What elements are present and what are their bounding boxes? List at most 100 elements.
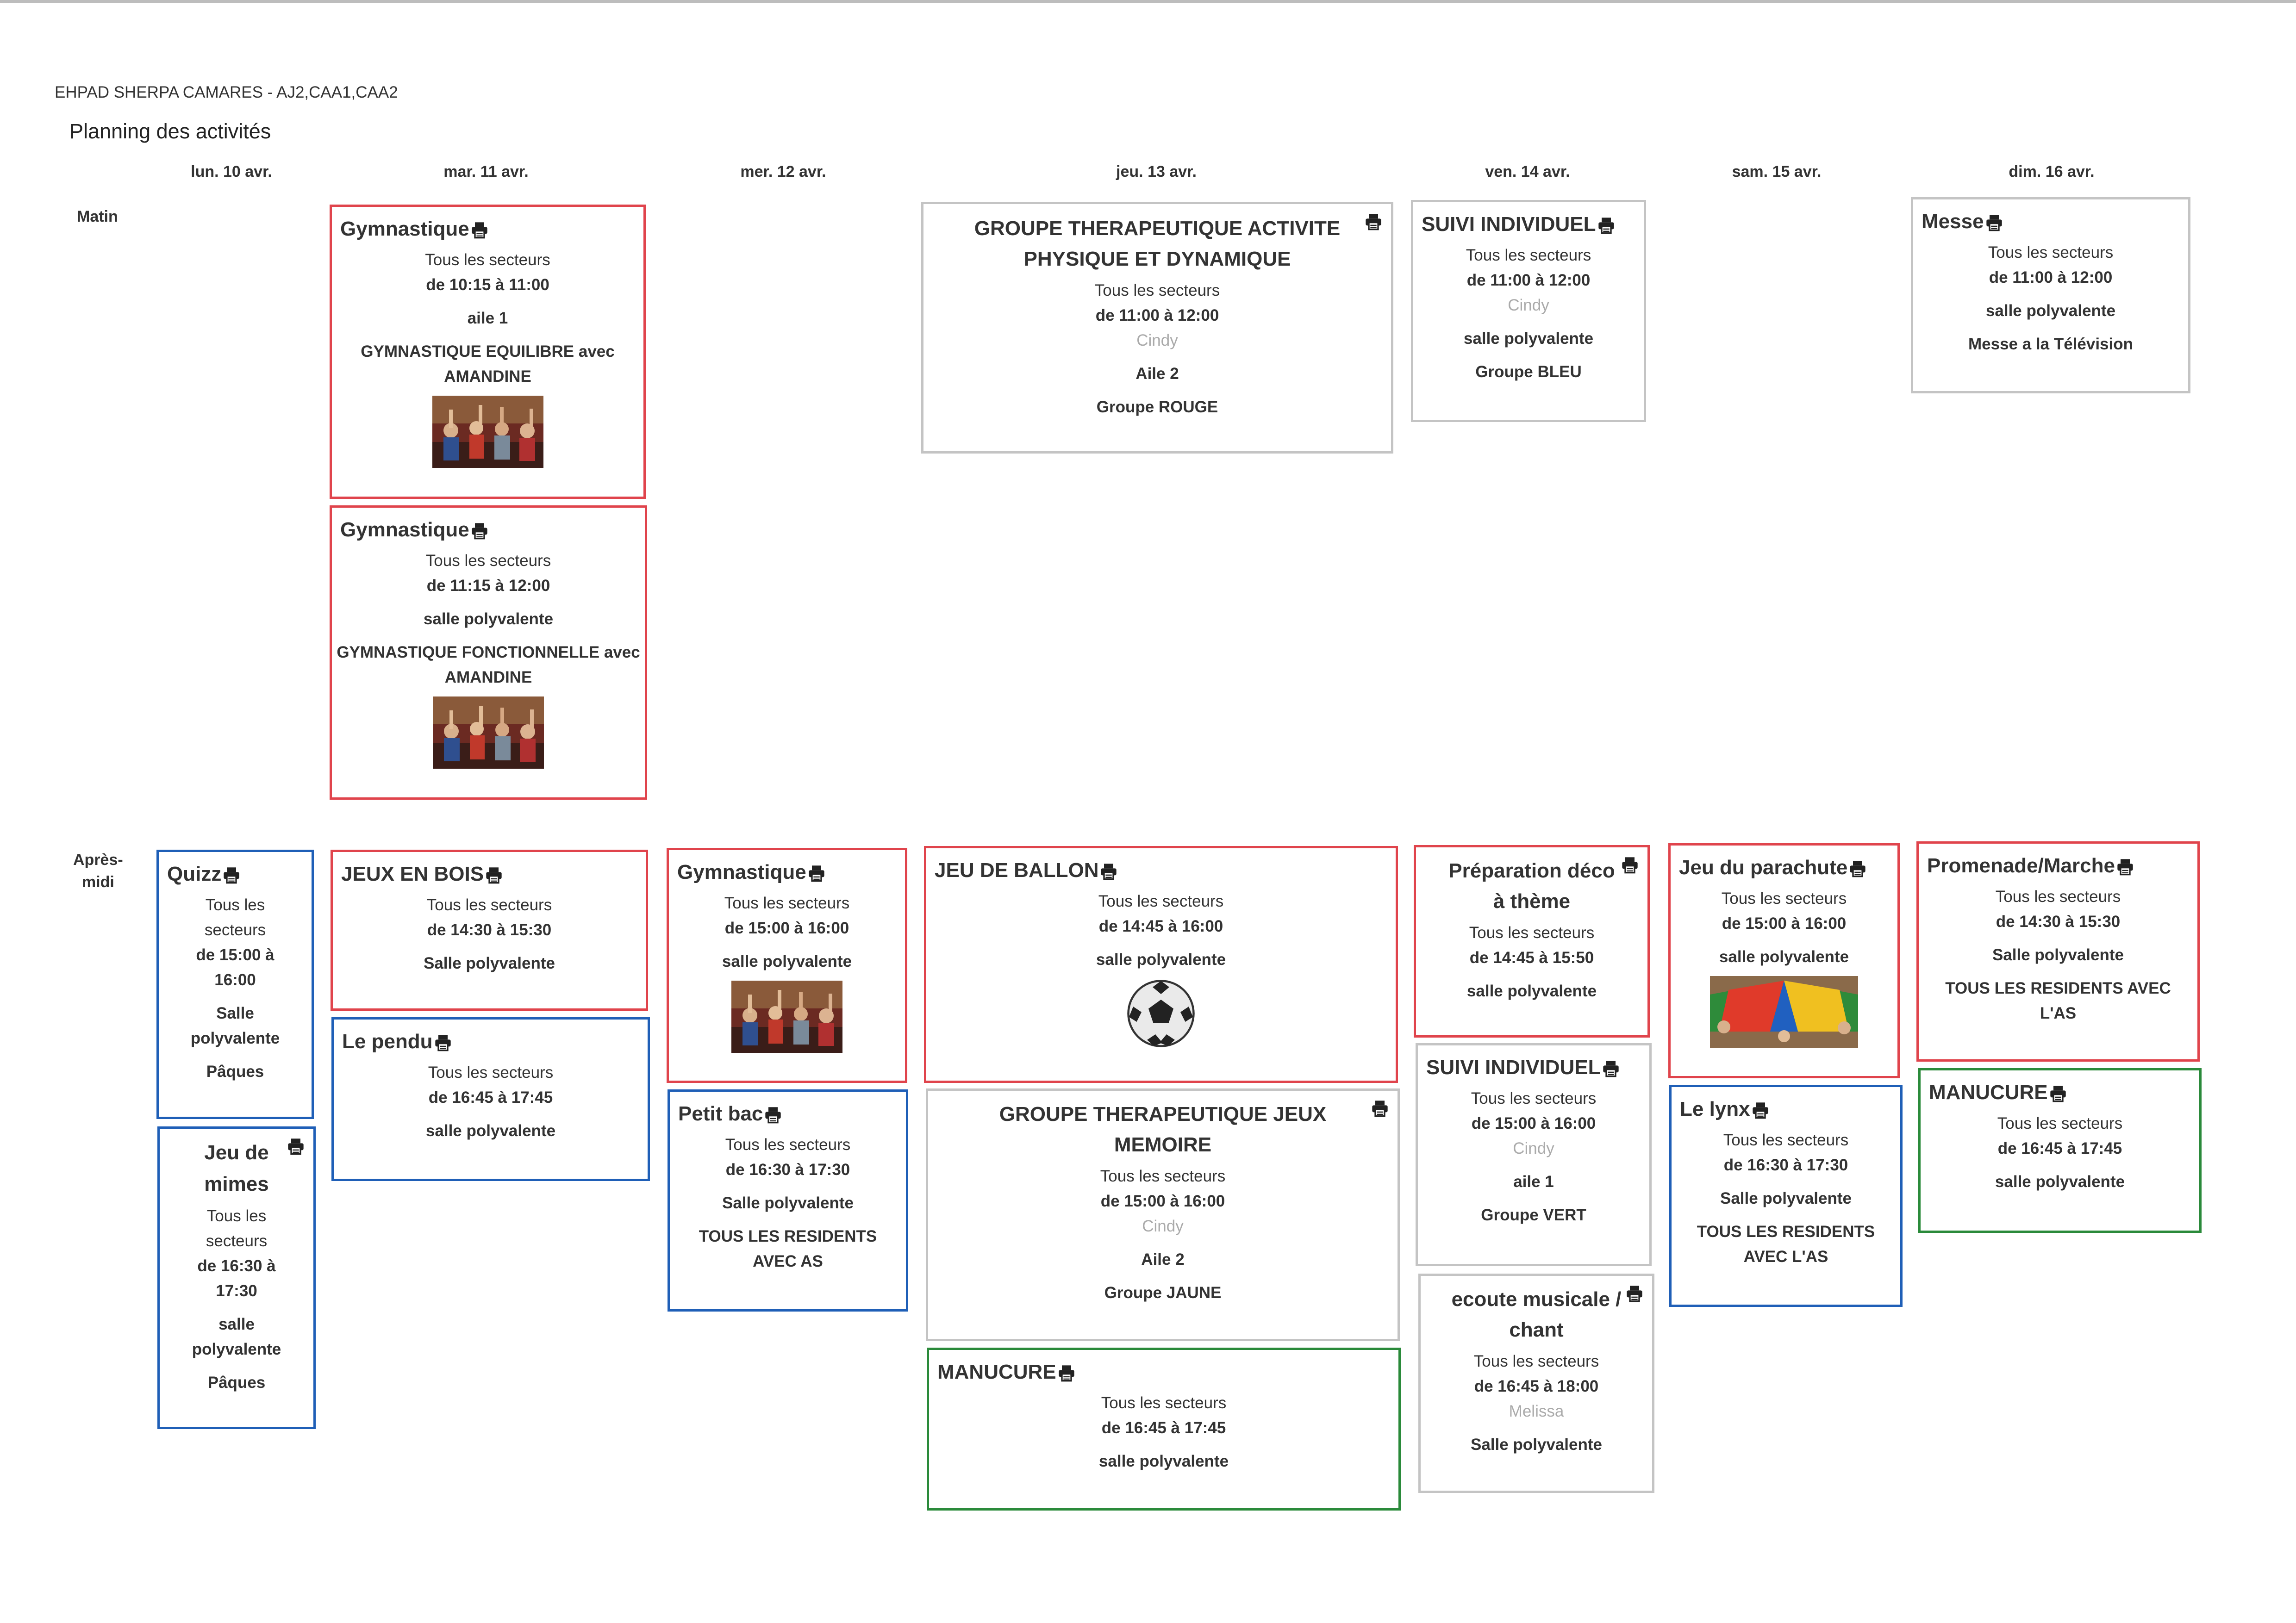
activity-staff: Cindy bbox=[1136, 331, 1178, 349]
printer-icon[interactable] bbox=[1099, 862, 1118, 881]
activity-title: Gymnastique bbox=[337, 214, 639, 244]
activity-location: aile 1 bbox=[1513, 1173, 1554, 1191]
activity-title-text: JEUX EN BOIS bbox=[341, 863, 484, 885]
printer-icon[interactable] bbox=[1625, 1284, 1644, 1303]
activity-title: MANUCURE bbox=[1925, 1078, 2195, 1107]
activity-time: de 15:00 à 16:00 bbox=[724, 919, 849, 937]
activity-sectors: Tous les secteurs bbox=[1995, 888, 2121, 906]
activity-location: salle polyvalente bbox=[722, 952, 852, 970]
activity-title-text: Le pendu bbox=[342, 1030, 433, 1053]
activity-card-jeux-en-bois[interactable]: JEUX EN BOIS Tous les secteurs de 14:30 … bbox=[331, 850, 648, 1011]
activity-description: Messe a la Télévision bbox=[1968, 335, 2133, 353]
activity-title-line-2: mimes bbox=[204, 1173, 269, 1195]
activity-sectors: Tous les secteurs bbox=[428, 1063, 554, 1082]
activity-card-suivi-individuel-morning[interactable]: SUIVI INDIVIDUEL Tous les secteurs de 11… bbox=[1411, 200, 1646, 422]
activity-title-text: Gymnastique bbox=[677, 861, 806, 883]
activity-card-le-pendu[interactable]: Le pendu Tous les secteurs de 16:45 à 17… bbox=[331, 1017, 650, 1181]
activity-sectors: Tous les secteurs bbox=[1721, 889, 1847, 908]
activity-card-jeu-de-mimes[interactable]: Jeu de mimes Tous les secteurs de 16:30 … bbox=[157, 1126, 316, 1429]
activity-location: Salle polyvalente bbox=[1720, 1189, 1852, 1207]
gymnastics-photo bbox=[433, 696, 544, 769]
activity-group: Groupe BLEU bbox=[1475, 363, 1582, 381]
day-header-fri: ven. 14 avr. bbox=[1485, 163, 1570, 180]
activity-card-le-lynx[interactable]: Le lynx Tous les secteurs de 16:30 à 17:… bbox=[1669, 1085, 1903, 1307]
day-header-mon: lun. 10 avr. bbox=[191, 163, 272, 180]
activity-card-jeu-du-parachute[interactable]: Jeu du parachute Tous les secteurs de 15… bbox=[1668, 843, 1900, 1078]
activity-description: GYMNASTIQUE FONCTIONNELLE avec AMANDINE bbox=[337, 643, 640, 686]
activity-title-line-1: ecoute musicale / bbox=[1451, 1288, 1622, 1311]
printer-icon[interactable] bbox=[764, 1106, 782, 1124]
activity-card-preparation-deco[interactable]: Préparation déco à thème Tous les secteu… bbox=[1414, 845, 1650, 1038]
activity-card-gymnastique-fonctionnelle[interactable]: Gymnastique Tous les secteurs de 11:15 à… bbox=[330, 505, 647, 800]
activity-time: de 14:30 à 15:30 bbox=[427, 921, 552, 939]
activity-time: de 15:00 à 16:00 bbox=[1722, 914, 1847, 933]
period-afternoon-line-1: Après- bbox=[73, 851, 123, 869]
activity-location-line-1: salle bbox=[218, 1315, 255, 1333]
activity-title-text: MANUCURE bbox=[1929, 1081, 2048, 1104]
activity-title-text: Quizz bbox=[167, 863, 222, 885]
activity-description: Pâques bbox=[207, 1374, 266, 1392]
printer-icon[interactable] bbox=[1751, 1101, 1770, 1119]
activity-title-line-1: Jeu de bbox=[204, 1141, 269, 1164]
printer-icon[interactable] bbox=[1621, 856, 1639, 874]
activity-title-line-2: chant bbox=[1509, 1318, 1564, 1341]
printer-icon[interactable] bbox=[485, 866, 503, 884]
activity-location: salle polyvalente bbox=[1463, 330, 1594, 348]
printer-icon[interactable] bbox=[807, 864, 826, 883]
activity-time: de 11:00 à 12:00 bbox=[1466, 271, 1591, 289]
period-afternoon-line-2: midi bbox=[81, 873, 114, 891]
activity-title-text: Gymnastique bbox=[340, 518, 469, 541]
printer-icon[interactable] bbox=[2049, 1084, 2067, 1103]
activity-title-text: SUIVI INDIVIDUEL bbox=[1426, 1056, 1601, 1079]
activity-title: Messe bbox=[1918, 207, 2184, 236]
printer-icon[interactable] bbox=[1597, 216, 1616, 235]
activity-location-line-2: polyvalente bbox=[192, 1340, 281, 1358]
activity-title: JEUX EN BOIS bbox=[337, 859, 641, 889]
activity-card-gymnastique-afternoon[interactable]: Gymnastique Tous les secteurs de 15:00 à… bbox=[667, 848, 907, 1083]
activity-card-suivi-individuel-afternoon[interactable]: SUIVI INDIVIDUEL Tous les secteurs de 15… bbox=[1416, 1043, 1652, 1266]
printer-icon[interactable] bbox=[470, 522, 489, 540]
printer-icon[interactable] bbox=[1848, 859, 1867, 878]
activity-sectors: Tous les secteurs bbox=[1723, 1131, 1849, 1149]
activity-description-line-2: L'AS bbox=[2040, 1004, 2077, 1022]
day-header-thu: jeu. 13 avr. bbox=[1116, 163, 1197, 180]
activity-title-text: Jeu du parachute bbox=[1679, 856, 1848, 879]
activity-title-line-1: Préparation déco bbox=[1448, 859, 1615, 882]
activity-card-groupe-therapeutique-jeux-memoire[interactable]: GROUPE THERAPEUTIQUE JEUX MEMOIRE Tous l… bbox=[926, 1088, 1400, 1341]
period-afternoon: Après- midi bbox=[73, 849, 123, 893]
activity-card-quizz[interactable]: Quizz Tous les secteurs de 15:00 à 16:00… bbox=[156, 850, 314, 1119]
activity-card-manucure-sunday[interactable]: MANUCURE Tous les secteurs de 16:45 à 17… bbox=[1918, 1068, 2202, 1233]
activity-time: de 15:00 à 16:00 bbox=[1100, 1192, 1225, 1210]
activity-card-ecoute-musicale[interactable]: ecoute musicale / chant Tous les secteur… bbox=[1418, 1274, 1654, 1493]
activity-card-petit-bac[interactable]: Petit bac Tous les secteurs de 16:30 à 1… bbox=[668, 1089, 908, 1312]
activity-title: Le pendu bbox=[338, 1027, 643, 1057]
printer-icon[interactable] bbox=[2116, 858, 2134, 876]
activity-card-messe[interactable]: Messe Tous les secteurs de 11:00 à 12:00… bbox=[1911, 197, 2190, 393]
activity-staff: Cindy bbox=[1513, 1139, 1554, 1157]
activity-card-promenade-marche[interactable]: Promenade/Marche Tous les secteurs de 14… bbox=[1916, 841, 2200, 1062]
printer-icon[interactable] bbox=[1985, 213, 2003, 232]
printer-icon[interactable] bbox=[470, 221, 489, 239]
activity-title-text: JEU DE BALLON bbox=[935, 859, 1099, 882]
printer-icon[interactable] bbox=[222, 866, 241, 884]
printer-icon[interactable] bbox=[434, 1033, 452, 1052]
activity-time: de 16:30 à 17:30 bbox=[725, 1161, 850, 1179]
printer-icon[interactable] bbox=[1364, 212, 1383, 231]
activity-card-groupe-therapeutique-activite[interactable]: GROUPE THERAPEUTIQUE ACTIVITE PHYSIQUE E… bbox=[921, 202, 1393, 454]
printer-icon[interactable] bbox=[1371, 1099, 1389, 1118]
activity-sectors: Tous les secteurs bbox=[426, 896, 552, 914]
activity-sectors: Tous les secteurs bbox=[1988, 243, 2114, 261]
activity-card-manucure-thursday[interactable]: MANUCURE Tous les secteurs de 16:45 à 17… bbox=[927, 1348, 1401, 1511]
activity-sectors: Tous les secteurs bbox=[1471, 1089, 1597, 1107]
activity-sectors: Tous les secteurs bbox=[1997, 1114, 2123, 1132]
activity-card-gymnastique-equilibre[interactable]: Gymnastique Tous les secteurs de 10:15 à… bbox=[330, 205, 646, 499]
activity-description-line-1: TOUS LES RESIDENTS bbox=[1697, 1223, 1875, 1241]
printer-icon[interactable] bbox=[1057, 1364, 1076, 1382]
printer-icon[interactable] bbox=[1602, 1059, 1620, 1078]
activity-card-jeu-de-ballon[interactable]: JEU DE BALLON Tous les secteurs de 14:45… bbox=[924, 846, 1398, 1083]
activity-sectors: Tous les secteurs bbox=[425, 552, 551, 570]
activity-title-text: MANUCURE bbox=[937, 1361, 1056, 1383]
activity-time-line-2: 16:00 bbox=[214, 971, 256, 989]
printer-icon[interactable] bbox=[287, 1137, 305, 1156]
activity-time: de 11:00 à 12:00 bbox=[1095, 306, 1219, 324]
